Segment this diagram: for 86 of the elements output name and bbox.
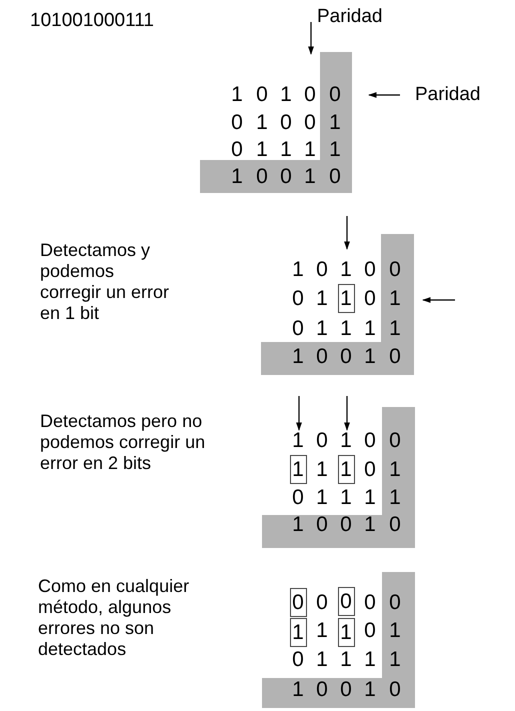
bit-digit: 0 (328, 164, 342, 190)
bit-digit: 1 (339, 316, 353, 342)
bit-digit: 1 (328, 137, 342, 163)
bit-string: 101001000111 (30, 10, 154, 32)
bit-digit: 0 (363, 257, 377, 283)
bit-digit: 1 (255, 137, 269, 163)
bit-digit: 0 (291, 286, 305, 312)
bit-digit: 0 (388, 590, 402, 616)
bit-digit: 1 (363, 512, 377, 538)
marked-bit: 1 (290, 455, 306, 484)
bit-digit: 0 (315, 590, 329, 616)
bit-digit: 1 (363, 316, 377, 342)
bit-digit: 1 (388, 316, 402, 342)
bit-digit: 1 (230, 164, 244, 190)
bit-digit: 1 (291, 677, 305, 703)
bit-digit: 0 (291, 316, 305, 342)
bit-digit: 1 (315, 286, 329, 312)
bit-digit: 1 (291, 344, 305, 370)
bit-digit: 1 (315, 457, 329, 483)
bit-digit: 0 (339, 512, 353, 538)
bit-digit: 1 (388, 457, 402, 483)
bit-digit: 0 (230, 137, 244, 163)
bit-digit: 1 (363, 677, 377, 703)
bit-digit: 0 (230, 110, 244, 136)
bit-digit: 1 (303, 137, 317, 163)
bit-digit: 0 (388, 257, 402, 283)
bit-digit: 1 (363, 344, 377, 370)
bit-digit: 0 (255, 164, 269, 190)
bit-digit: 0 (388, 428, 402, 454)
bit-digit: 1 (388, 618, 402, 644)
bit-digit: 1 (315, 647, 329, 673)
bit-digit: 1 (388, 286, 402, 312)
bit-digit: 1 (303, 164, 317, 190)
bit-digit: 0 (291, 485, 305, 511)
parity-label: Paridad (317, 6, 382, 28)
marked-bit: 1 (338, 455, 354, 484)
bit-digit: 1 (328, 110, 342, 136)
marked-bit: 0 (290, 588, 306, 617)
bit-digit: 0 (339, 677, 353, 703)
bit-digit: 0 (388, 512, 402, 538)
bit-digit: 0 (388, 344, 402, 370)
bit-digit: 1 (291, 257, 305, 283)
description-text: Detectamos y podemos corregir un error en 1 bit (40, 240, 170, 324)
bit-digit: 1 (363, 485, 377, 511)
bit-digit: 1 (279, 137, 293, 163)
bit-digit: 1 (363, 647, 377, 673)
bit-digit: 0 (339, 344, 353, 370)
description-text: Como en cualquier método, algunos errores no son detectados (38, 576, 190, 660)
bit-digit: 0 (279, 110, 293, 136)
bit-digit: 1 (315, 316, 329, 342)
bit-digit: 1 (339, 257, 353, 283)
bit-digit: 1 (279, 82, 293, 108)
bit-digit: 0 (279, 164, 293, 190)
bit-digit: 1 (339, 428, 353, 454)
bit-digit: 1 (291, 428, 305, 454)
bit-digit: 1 (388, 647, 402, 673)
bit-digit: 1 (315, 618, 329, 644)
bit-digit: 0 (363, 618, 377, 644)
marked-bit: 1 (290, 618, 306, 647)
bit-digit: 1 (291, 512, 305, 538)
bit-digit: 0 (303, 110, 317, 136)
bit-digit: 0 (388, 677, 402, 703)
bit-digit: 0 (291, 647, 305, 673)
bit-digit: 0 (363, 286, 377, 312)
bit-digit: 0 (363, 428, 377, 454)
description-text: Detectamos pero no podemos corregir un error en 2 bits (40, 411, 206, 474)
bit-digit: 0 (315, 677, 329, 703)
bit-digit: 0 (315, 428, 329, 454)
marked-bit: 1 (338, 284, 354, 313)
bit-digit: 1 (339, 485, 353, 511)
bit-digit: 1 (339, 647, 353, 673)
bit-digit: 1 (230, 82, 244, 108)
marked-bit: 1 (338, 618, 354, 647)
bit-digit: 0 (315, 257, 329, 283)
bit-digit: 0 (363, 457, 377, 483)
parity-label: Paridad (415, 84, 480, 106)
bit-digit: 0 (315, 512, 329, 538)
bit-digit: 0 (328, 82, 342, 108)
bit-digit: 0 (303, 82, 317, 108)
marked-bit: 0 (338, 587, 354, 616)
bit-digit: 0 (255, 82, 269, 108)
bit-digit: 0 (363, 590, 377, 616)
bit-digit: 1 (388, 485, 402, 511)
bit-digit: 1 (255, 110, 269, 136)
bit-digit: 1 (315, 485, 329, 511)
bit-digit: 0 (315, 344, 329, 370)
